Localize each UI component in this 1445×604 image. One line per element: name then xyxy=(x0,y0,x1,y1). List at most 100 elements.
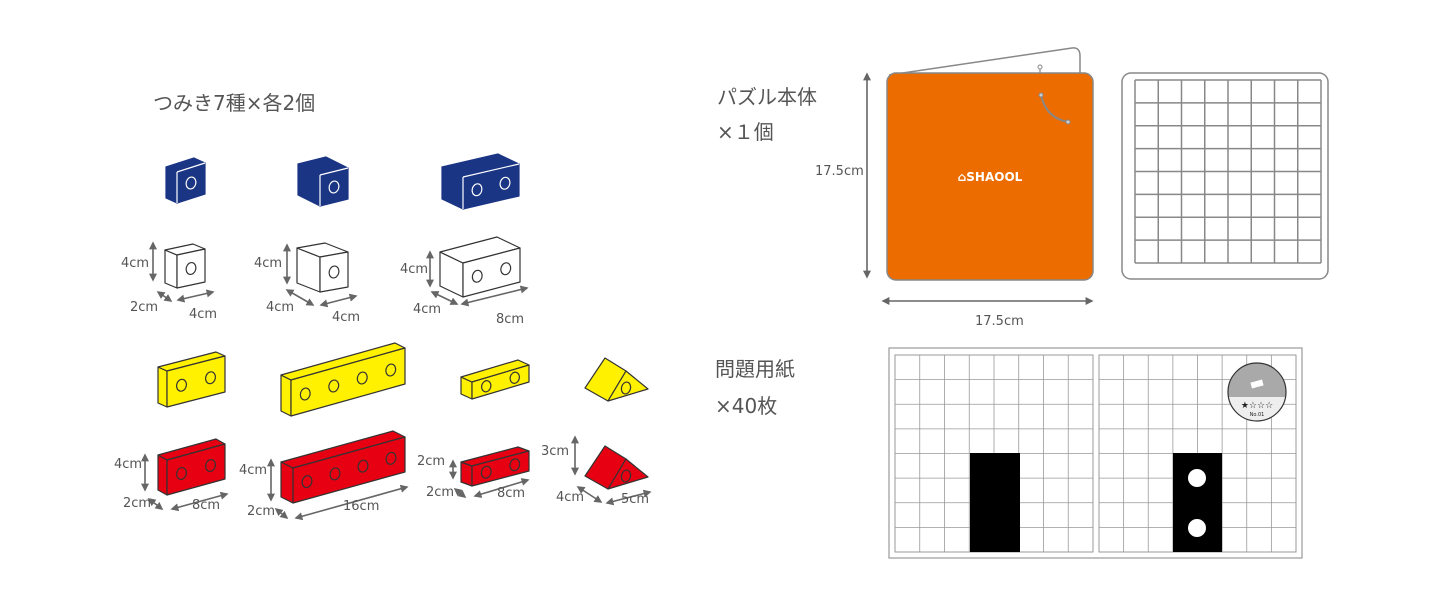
answer-silhouette xyxy=(1173,453,1222,552)
block-hole xyxy=(356,371,368,385)
block-front-face xyxy=(176,248,206,289)
triangle-front-face xyxy=(607,370,649,402)
dim-arrow xyxy=(460,285,529,307)
problem-silhouette xyxy=(970,453,1020,552)
dim-depth-label: 2cm xyxy=(247,504,275,519)
block-side-face xyxy=(280,374,292,417)
blue-block xyxy=(297,156,349,207)
block-front-face xyxy=(471,450,530,487)
dim-width-label: 8cm xyxy=(497,486,525,501)
answer-hole xyxy=(1188,519,1206,537)
blue-block xyxy=(165,157,206,204)
problem-sheet xyxy=(888,347,1303,559)
dim-arrow xyxy=(605,489,652,506)
dim-width-label: 4cm xyxy=(189,307,217,322)
red-triangle-block xyxy=(584,445,649,490)
puzzle-height-label: 17.5cm xyxy=(815,164,864,179)
answer-hole xyxy=(1188,469,1206,487)
dim-depth-label: 2cm xyxy=(130,300,158,315)
dim-arrow xyxy=(430,291,459,305)
triangle-front-face xyxy=(607,458,649,490)
dim-arrow xyxy=(274,507,289,520)
dim-depth-label: 4cm xyxy=(413,302,441,317)
blue-block xyxy=(441,153,520,210)
dim-arrow xyxy=(453,488,467,498)
dim-depth-label: 4cm xyxy=(266,300,294,315)
hinge-dot xyxy=(1037,64,1043,70)
dim-arrow xyxy=(170,491,229,512)
block-hole xyxy=(385,363,397,377)
dim-arrow xyxy=(156,291,173,302)
block-hole xyxy=(385,451,397,465)
yellow-block xyxy=(157,351,226,408)
dim-arrow xyxy=(285,289,315,306)
block-side-face xyxy=(157,366,168,408)
puzzle-board xyxy=(1121,72,1329,280)
block-front-face xyxy=(471,364,530,400)
block-hole xyxy=(176,466,187,481)
block-hole xyxy=(357,459,369,473)
white-block xyxy=(296,242,349,293)
dim-arrow xyxy=(294,484,409,521)
badge-stars: ★☆☆☆ xyxy=(1241,401,1273,411)
dim-height-label: 4cm xyxy=(254,256,282,271)
block-side-face xyxy=(164,249,178,289)
yellow-block xyxy=(460,359,530,400)
block-side-face xyxy=(157,454,168,496)
shaool-logo: ⌂SHAOOL xyxy=(958,170,1023,184)
dim-width-label: 5cm xyxy=(621,492,649,507)
sheet-title: 問題用紙 xyxy=(715,357,795,381)
puzzle-width-label: 17.5cm xyxy=(975,314,1024,329)
block-hole xyxy=(185,261,197,276)
block-hole xyxy=(176,378,187,392)
dim-arrow xyxy=(576,486,603,503)
block-hole xyxy=(499,176,511,190)
sheet-quantity: ×40枚 xyxy=(715,394,777,418)
dim-height-label: 4cm xyxy=(400,262,428,277)
dimension-arrows xyxy=(141,241,652,521)
dimension-labels: 4cm 2cm 4cm 4cm 4cm 4cm 4cm 4cm 8cm 4cm … xyxy=(114,256,649,519)
puzzle-cover xyxy=(886,72,1094,281)
dim-arrow xyxy=(176,289,215,303)
block-hole xyxy=(620,381,632,395)
block-hole xyxy=(185,176,197,190)
block-edge xyxy=(319,167,349,176)
dim-arrow xyxy=(473,478,530,498)
puzzle-quantity: ×１個 xyxy=(717,120,774,144)
dim-depth-label: 4cm xyxy=(556,490,584,505)
block-front-face xyxy=(290,347,406,417)
block-front-face xyxy=(319,251,349,293)
dim-height-label: 4cm xyxy=(239,463,267,478)
dim-height-label: 4cm xyxy=(121,256,149,271)
block-edge xyxy=(462,163,520,178)
white-block xyxy=(439,236,521,298)
block-hole xyxy=(328,265,340,279)
dim-depth-label: 2cm xyxy=(123,496,151,511)
block-hole xyxy=(328,180,340,194)
block-hole xyxy=(500,262,512,276)
board-grid xyxy=(1134,79,1322,264)
dim-width-label: 8cm xyxy=(496,312,524,327)
block-hole xyxy=(509,458,521,472)
puzzle-title: パズル本体 xyxy=(717,85,817,109)
block-hole xyxy=(481,380,492,393)
block-hole xyxy=(328,379,340,393)
block-front-face xyxy=(166,443,226,496)
white-block xyxy=(164,243,206,289)
dim-width-label: 16cm xyxy=(343,499,379,514)
string-end xyxy=(1065,119,1071,125)
block-hole xyxy=(329,467,341,481)
block-hole xyxy=(620,469,632,483)
block-hole xyxy=(205,371,216,385)
red-block xyxy=(460,446,530,487)
dim-height-label: 2cm xyxy=(417,454,445,469)
block-hole xyxy=(299,387,311,401)
dim-width-label: 8cm xyxy=(192,498,220,513)
string-end xyxy=(1038,92,1044,98)
block-side-face xyxy=(280,461,294,504)
blocks-title: つみき7種×各2個 xyxy=(153,91,315,115)
block-side-face xyxy=(165,166,178,204)
dim-depth-label: 2cm xyxy=(426,485,454,500)
puzzle-back-cover xyxy=(888,47,1081,76)
